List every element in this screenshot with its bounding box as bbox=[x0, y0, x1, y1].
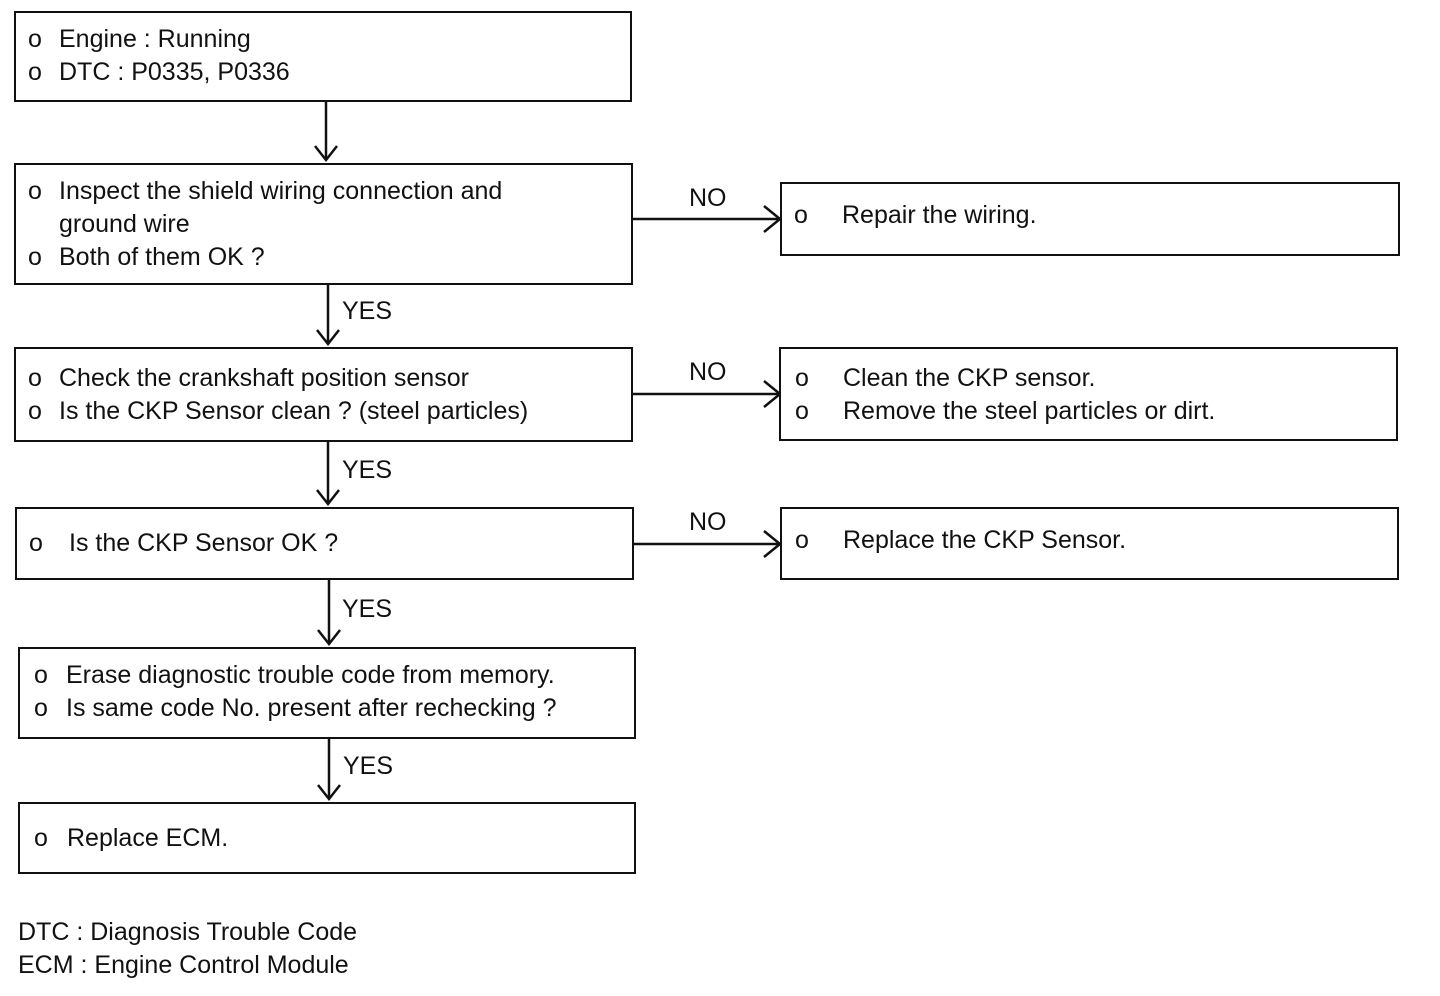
bullet-marker: o bbox=[795, 397, 809, 425]
start-conditions-box: o Engine : Running o DTC : P0335, P0336 bbox=[14, 11, 632, 102]
replace-sensor-box: o Replace the CKP Sensor. bbox=[780, 507, 1399, 580]
no-label-repair: NO bbox=[689, 184, 727, 212]
replace-sensor-line-1: Replace the CKP Sensor. bbox=[843, 526, 1127, 554]
inspect-line-1: Inspect the shield wiring connection and bbox=[59, 177, 503, 205]
yes-label-check-sensorok: YES bbox=[342, 456, 393, 484]
yes-label-inspect-check: YES bbox=[342, 297, 393, 325]
start-line-1: Engine : Running bbox=[59, 25, 251, 53]
no-label-replace-sensor: NO bbox=[689, 508, 727, 536]
arrowhead-sensorok-erase bbox=[317, 629, 341, 647]
repair-line-1: Repair the wiring. bbox=[842, 201, 1037, 229]
erase-dtc-box: o Erase diagnostic trouble code from mem… bbox=[18, 647, 636, 739]
yes-label-sensorok-erase: YES bbox=[342, 595, 393, 623]
bullet-marker: o bbox=[28, 58, 42, 86]
clean-sensor-box: o Clean the CKP sensor. o Remove the ste… bbox=[779, 347, 1398, 441]
check-line-1: Check the crankshaft position sensor bbox=[59, 364, 469, 392]
bullet-marker: o bbox=[28, 243, 42, 271]
yes-label-erase-ecm: YES bbox=[343, 752, 394, 780]
arrowhead-start-inspect bbox=[314, 145, 338, 163]
check-line-2: Is the CKP Sensor clean ? (steel particl… bbox=[59, 397, 529, 425]
bullet-marker: o bbox=[34, 661, 48, 689]
repair-wiring-box: o Repair the wiring. bbox=[780, 182, 1400, 256]
inspect-wiring-box: o Inspect the shield wiring connection a… bbox=[14, 163, 633, 285]
arrowhead-no-replace-sensor bbox=[763, 530, 782, 558]
bullet-marker: o bbox=[28, 364, 42, 392]
sensor-ok-box: o Is the CKP Sensor OK ? bbox=[15, 507, 634, 580]
bullet-marker: o bbox=[28, 25, 42, 53]
legend-dtc: DTC : Diagnosis Trouble Code bbox=[18, 918, 358, 946]
sensor-ok-line-1: Is the CKP Sensor OK ? bbox=[69, 529, 339, 557]
erase-line-1: Erase diagnostic trouble code from memor… bbox=[66, 661, 555, 689]
bullet-marker: o bbox=[28, 177, 42, 205]
replace-ecm-box: o Replace ECM. bbox=[18, 802, 636, 874]
legend-ecm: ECM : Engine Control Module bbox=[18, 951, 349, 979]
replace-ecm-line-1: Replace ECM. bbox=[67, 824, 229, 852]
bullet-marker: o bbox=[795, 526, 809, 554]
bullet-marker: o bbox=[34, 694, 48, 722]
arrowhead-no-clean bbox=[763, 380, 782, 408]
bullet-marker: o bbox=[795, 364, 809, 392]
clean-line-2: Remove the steel particles or dirt. bbox=[843, 397, 1216, 425]
bullet-marker: o bbox=[794, 201, 808, 229]
bullet-marker: o bbox=[34, 824, 48, 852]
clean-line-1: Clean the CKP sensor. bbox=[843, 364, 1096, 392]
arrowhead-check-sensorok bbox=[316, 489, 340, 507]
inspect-line-3: Both of them OK ? bbox=[59, 243, 265, 271]
erase-line-2: Is same code No. present after recheckin… bbox=[66, 694, 557, 722]
start-line-2: DTC : P0335, P0336 bbox=[59, 58, 290, 86]
inspect-line-2: ground wire bbox=[59, 210, 190, 238]
no-label-clean: NO bbox=[689, 358, 727, 386]
arrowhead-no-repair bbox=[763, 205, 782, 233]
arrowhead-erase-ecm bbox=[317, 784, 341, 802]
arrowhead-inspect-check bbox=[316, 329, 340, 347]
bullet-marker: o bbox=[29, 529, 43, 557]
check-sensor-box: o Check the crankshaft position sensor o… bbox=[14, 347, 633, 442]
bullet-marker: o bbox=[28, 397, 42, 425]
